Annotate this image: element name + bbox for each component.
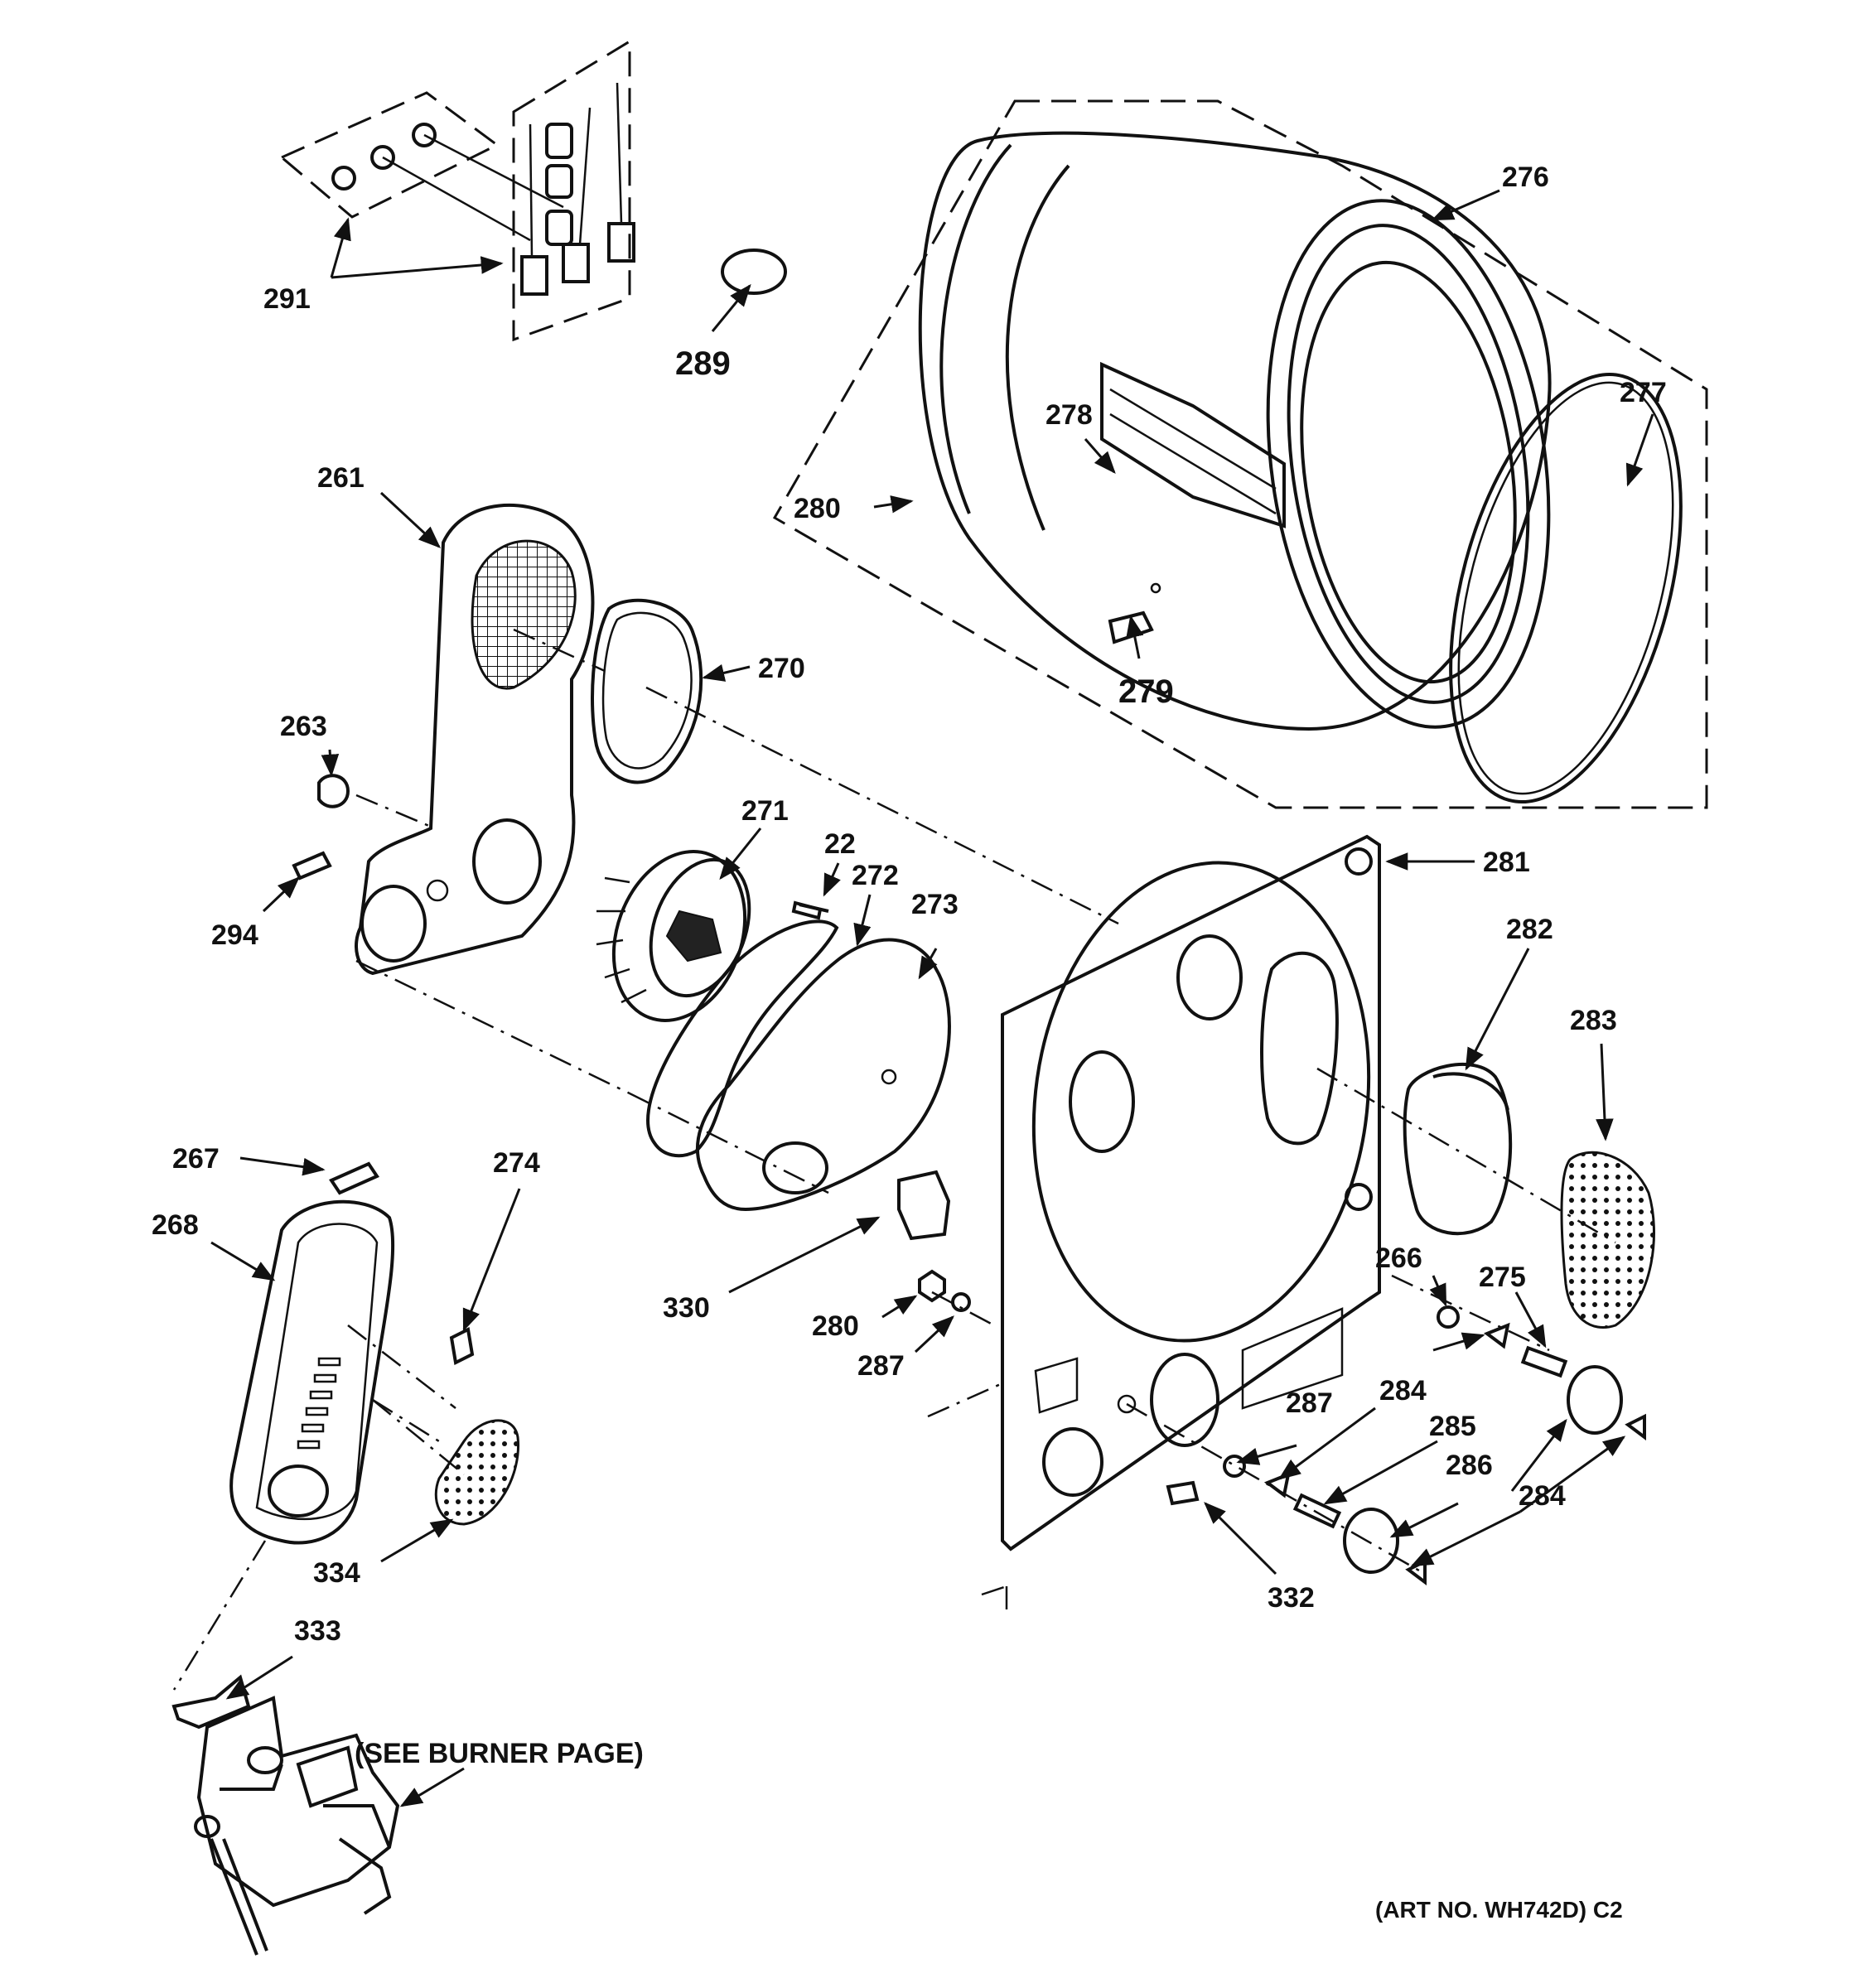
small-clip-part <box>317 774 350 808</box>
callout-334: 334 <box>313 1557 360 1589</box>
callout-263: 263 <box>280 711 327 742</box>
callout-277: 277 <box>1620 377 1667 408</box>
leader-arrows <box>210 189 1654 1807</box>
callout-280-drum: 280 <box>794 493 841 524</box>
callout-333: 333 <box>294 1615 341 1647</box>
callout-271: 271 <box>741 795 789 827</box>
disc-part <box>721 248 787 295</box>
callout-284-bottom: 284 <box>1519 1480 1566 1512</box>
callout-267: 267 <box>172 1143 220 1175</box>
blower-gasket <box>591 598 703 784</box>
switch-kit-group <box>279 39 635 342</box>
roller-hardware <box>1166 1305 1646 1585</box>
small-latch <box>329 1161 379 1195</box>
filter-screen <box>1560 1151 1656 1329</box>
small-bracket-part <box>292 851 332 881</box>
callout-286: 286 <box>1446 1450 1493 1481</box>
blower-impeller <box>596 850 751 1022</box>
art-number: (ART NO. WH742D) C2 <box>1375 1897 1623 1923</box>
rear-bulkhead-panel <box>1001 834 1381 1551</box>
lint-screen <box>434 1419 520 1526</box>
alignment-lines <box>172 628 1616 1691</box>
callout-280-nut: 280 <box>812 1310 859 1342</box>
screw <box>799 903 829 913</box>
callout-330: 330 <box>663 1292 710 1324</box>
callout-268: 268 <box>152 1209 199 1241</box>
callout-294: 294 <box>211 919 258 951</box>
callout-279: 279 <box>1118 673 1174 710</box>
callout-274: 274 <box>493 1147 540 1179</box>
callout-276: 276 <box>1502 162 1549 193</box>
callout-270: 270 <box>758 653 805 684</box>
callout-261: 261 <box>317 462 365 494</box>
callout-291: 291 <box>263 283 311 315</box>
callout-281: 281 <box>1483 847 1530 878</box>
burner-assembly <box>194 1696 400 1956</box>
callout-285: 285 <box>1429 1411 1476 1442</box>
callout-273: 273 <box>911 889 959 920</box>
duct-vent-slots <box>297 1357 341 1450</box>
bracket-333 <box>171 1674 251 1730</box>
callout-labels: 291 289 276 277 278 280 279 261 270 263 … <box>152 162 1667 1923</box>
callout-278: 278 <box>1045 399 1093 431</box>
blower-housing <box>355 503 595 976</box>
drum-seal-ring <box>1449 372 1683 804</box>
callout-275: 275 <box>1479 1262 1526 1293</box>
callout-287-bottom: 287 <box>1286 1387 1333 1419</box>
callout-282: 282 <box>1506 914 1553 945</box>
callout-283: 283 <box>1570 1005 1617 1036</box>
front-duct <box>229 1199 395 1545</box>
duct-clip <box>897 1170 951 1241</box>
callout-332: 332 <box>1268 1582 1315 1614</box>
motor-cover <box>696 938 951 1212</box>
callout-266: 266 <box>1375 1242 1422 1274</box>
callout-22: 22 <box>824 828 856 860</box>
callout-287-top: 287 <box>857 1350 905 1382</box>
drum-assembly <box>772 99 1708 809</box>
hex-nut <box>918 1269 946 1303</box>
drive-belt <box>646 919 839 1158</box>
clip-274 <box>449 1327 475 1365</box>
callout-272: 272 <box>852 860 899 891</box>
callout-284-mid: 284 <box>1379 1375 1427 1407</box>
see-burner-page-note: (SEE BURNER PAGE) <box>355 1738 644 1769</box>
callout-289: 289 <box>675 345 731 382</box>
